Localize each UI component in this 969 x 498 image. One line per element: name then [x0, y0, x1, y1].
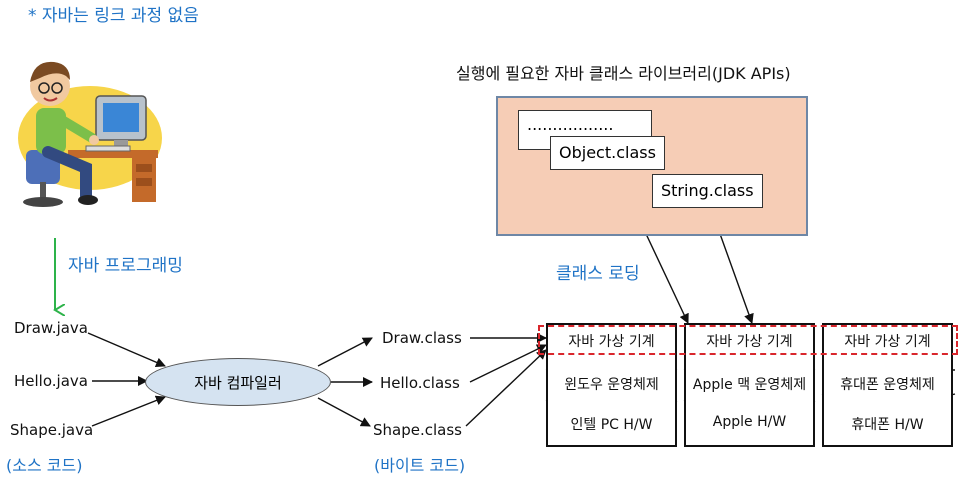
os-label: Apple 맥 운영체제: [692, 377, 807, 393]
arrow-to-draw-class: [317, 337, 373, 367]
hw-label: Apple H/W: [712, 414, 787, 430]
platform-mobile: 자바 가상 기계 휴대폰 운영체제 휴대폰 H/W: [822, 323, 953, 447]
source-file-hello: Hello.java: [14, 372, 88, 390]
arrow-shape-java: [91, 395, 166, 427]
arrow-hello-to-jvm: [469, 344, 547, 383]
jvm-label: 자바 가상 기계: [844, 334, 931, 350]
programming-label: 자바 프로그래밍: [68, 256, 183, 276]
platform-apple: 자바 가상 기계 Apple 맥 운영체제 Apple H/W: [684, 323, 815, 447]
library-item-string-class: String.class: [652, 174, 763, 208]
compiler-label: 자바 컴파일러: [194, 373, 282, 392]
class-file-hello: Hello.class: [380, 374, 460, 392]
source-file-shape: Shape.java: [10, 421, 94, 439]
class-file-draw: Draw.class: [382, 329, 462, 347]
class-library-box: ................. Object.class String.cl…: [496, 96, 808, 236]
jvm-label: 자바 가상 기계: [706, 334, 793, 350]
bytecode-caption: (바이트 코드): [374, 456, 466, 475]
class-file-shape: Shape.class: [373, 421, 462, 439]
arrow-to-shape-class: [317, 397, 371, 427]
source-code-caption: (소스 코드): [6, 456, 83, 475]
library-title: 실행에 필요한 자바 클래스 라이브러리(JDK APIs): [456, 64, 791, 83]
source-file-draw: Draw.java: [14, 319, 88, 337]
class-loading-label: 클래스 로딩: [556, 264, 640, 284]
arrow-draw-java: [87, 332, 166, 368]
arrow-shape-to-jvm: [465, 349, 547, 427]
jvm-highlight: [538, 325, 958, 355]
os-label: 휴대폰 운영체제: [840, 377, 935, 393]
library-item-object-class: Object.class: [550, 136, 665, 170]
no-link-note: * 자바는 링크 과정 없음: [28, 6, 199, 26]
platform-windows: 자바 가상 기계 윈도우 운영체제 인텔 PC H/W: [546, 323, 677, 447]
hw-label: 인텔 PC H/W: [570, 417, 653, 433]
jvm-label: 자바 가상 기계: [568, 334, 655, 350]
java-compiler: 자바 컴파일러: [145, 358, 331, 406]
hw-label: 휴대폰 H/W: [851, 417, 924, 433]
os-label: 윈도우 운영체제: [564, 377, 659, 393]
